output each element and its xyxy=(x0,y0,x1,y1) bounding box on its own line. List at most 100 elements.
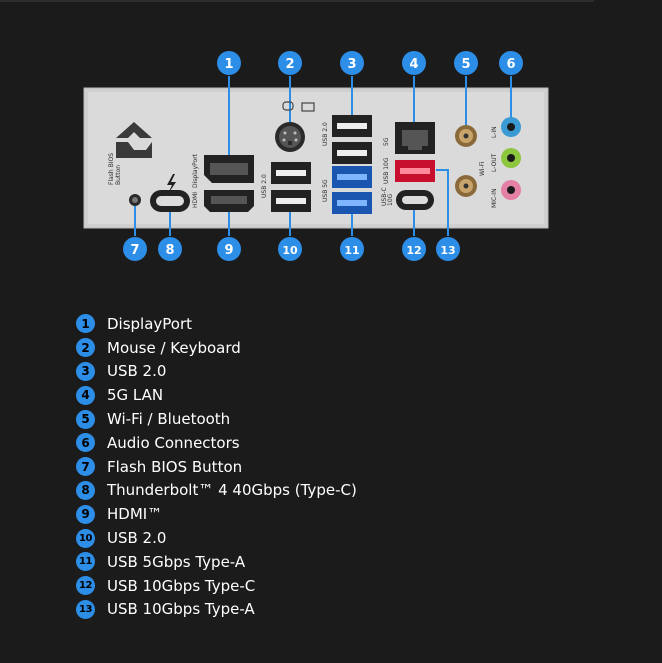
callout-7: 7 xyxy=(123,237,147,261)
svg-text:10: 10 xyxy=(282,244,298,257)
callout-6: 6 xyxy=(499,51,523,75)
legend-label: HDMI™ xyxy=(107,505,163,524)
legend-label: USB 10Gbps Type-A xyxy=(107,600,255,619)
callout-11: 11 xyxy=(340,237,364,261)
svg-text:1: 1 xyxy=(224,57,233,72)
legend-label: Wi-Fi / Bluetooth xyxy=(107,410,231,429)
legend-label: DisplayPort xyxy=(107,314,193,333)
usb20-top-label: USB 2.0 xyxy=(322,122,329,146)
callout-13: 13 xyxy=(436,237,460,261)
usb10g-type-c-port[interactable] xyxy=(396,190,434,210)
displayport-port[interactable] xyxy=(204,155,254,183)
legend-number-badge: 1 xyxy=(76,314,95,334)
legend-item: 5 Wi-Fi / Bluetooth xyxy=(76,407,357,431)
line-in-label: L-IN xyxy=(491,126,498,138)
callout-5: 5 xyxy=(454,51,478,75)
usb5g-port-a[interactable] xyxy=(332,166,372,188)
legend-number-badge: 7 xyxy=(76,457,95,477)
legend-item: 8 Thunderbolt™ 4 40Gbps (Type-C) xyxy=(76,479,357,503)
usb-c-label: USB-C xyxy=(381,187,388,206)
mic-in-jack[interactable] xyxy=(501,180,521,200)
svg-text:5: 5 xyxy=(461,57,470,72)
flash-bios-button[interactable] xyxy=(129,194,141,206)
callout-10: 10 xyxy=(278,237,302,261)
legend-label: USB 10Gbps Type-C xyxy=(107,576,256,595)
svg-text:8: 8 xyxy=(165,243,174,258)
usb20-left-top-port[interactable] xyxy=(271,162,311,184)
keyboard-icon xyxy=(301,102,315,112)
usb20-left-label: USB 2.0 xyxy=(261,174,268,198)
legend-item: 4 5G LAN xyxy=(76,383,357,407)
legend-label: Flash BIOS Button xyxy=(107,457,243,476)
wifi-label: Wi-Fi xyxy=(479,161,486,176)
callout-8: 8 xyxy=(158,237,182,261)
legend-item: 10 USB 2.0 xyxy=(76,526,357,550)
callout-2: 2 xyxy=(278,51,302,75)
mouse-icon xyxy=(282,101,294,111)
legend-label: USB 5Gbps Type-A xyxy=(107,552,246,571)
flash-bios-label: Flash BIOS xyxy=(108,153,115,185)
wifi-antenna-connector-b[interactable] xyxy=(455,175,477,197)
usb-c-10g-label: 10G xyxy=(387,193,394,206)
brand-logo-icon xyxy=(116,122,152,158)
legend-number-badge: 11 xyxy=(76,552,95,572)
legend-label: Thunderbolt™ 4 40Gbps (Type-C) xyxy=(107,481,357,500)
usb10g-label: USB 10G xyxy=(383,157,390,184)
5g-label: 5G xyxy=(383,137,390,146)
svg-text:3: 3 xyxy=(347,57,356,72)
legend-item: 7 Flash BIOS Button xyxy=(76,455,357,479)
svg-text:7: 7 xyxy=(130,243,139,258)
lan-port[interactable] xyxy=(395,122,435,154)
usb20-top-port-b[interactable] xyxy=(332,142,372,164)
svg-text:11: 11 xyxy=(344,244,359,257)
legend-label: Mouse / Keyboard xyxy=(107,338,241,357)
legend-number-badge: 4 xyxy=(76,385,95,405)
legend-number-badge: 10 xyxy=(76,528,95,548)
displayport-label: DisplayPort xyxy=(192,153,199,188)
hdmi-label: HDMI xyxy=(192,192,199,208)
legend-item: 1 DisplayPort xyxy=(76,312,357,336)
legend-number-badge: 9 xyxy=(76,504,95,524)
callout-3: 3 xyxy=(340,51,364,75)
usb5g-label: USB 5G xyxy=(322,179,329,202)
legend-item: 12 USB 10Gbps Type-C xyxy=(76,574,357,598)
wifi-antenna-connector-a[interactable] xyxy=(455,125,477,147)
legend-number-badge: 6 xyxy=(76,433,95,453)
legend-item: 3 USB 2.0 xyxy=(76,360,357,384)
top-divider xyxy=(0,0,594,2)
ps2-port[interactable] xyxy=(275,101,315,152)
legend-label: USB 2.0 xyxy=(107,529,167,548)
svg-text:2: 2 xyxy=(285,57,294,72)
callout-12: 12 xyxy=(402,237,426,261)
usb20-top-port-a[interactable] xyxy=(332,115,372,137)
callout-9: 9 xyxy=(217,237,241,261)
legend-number-badge: 2 xyxy=(76,338,95,358)
line-in-jack[interactable] xyxy=(501,117,521,137)
legend-number-badge: 5 xyxy=(76,409,95,429)
usb10g-type-a-port[interactable] xyxy=(395,160,435,182)
line-out-jack[interactable] xyxy=(501,148,521,168)
svg-text:13: 13 xyxy=(440,244,455,257)
legend-label: USB 2.0 xyxy=(107,362,167,381)
legend-item: 11 USB 5Gbps Type-A xyxy=(76,550,357,574)
legend-number-badge: 3 xyxy=(76,361,95,381)
svg-text:12: 12 xyxy=(406,244,421,257)
usb5g-port-b[interactable] xyxy=(332,192,372,214)
usb20-left-bottom-port[interactable] xyxy=(271,190,311,212)
leader-lines xyxy=(134,76,512,236)
callout-4: 4 xyxy=(402,51,426,75)
legend-number-badge: 8 xyxy=(76,480,95,500)
line-out-label: L-OUT xyxy=(491,153,498,172)
legend-label: 5G LAN xyxy=(107,386,164,405)
mic-in-label: MIC-IN xyxy=(491,188,498,208)
thunderbolt-port[interactable] xyxy=(150,174,190,212)
svg-text:6: 6 xyxy=(506,57,515,72)
legend-number-badge: 12 xyxy=(76,576,95,596)
flash-bios-button-label: Button xyxy=(115,165,122,185)
hdmi-port[interactable] xyxy=(204,190,254,212)
io-panel-diagram: Flash BIOS Button HDMI DisplayPort USB 2… xyxy=(83,51,549,261)
legend-item: 2 Mouse / Keyboard xyxy=(76,336,357,360)
